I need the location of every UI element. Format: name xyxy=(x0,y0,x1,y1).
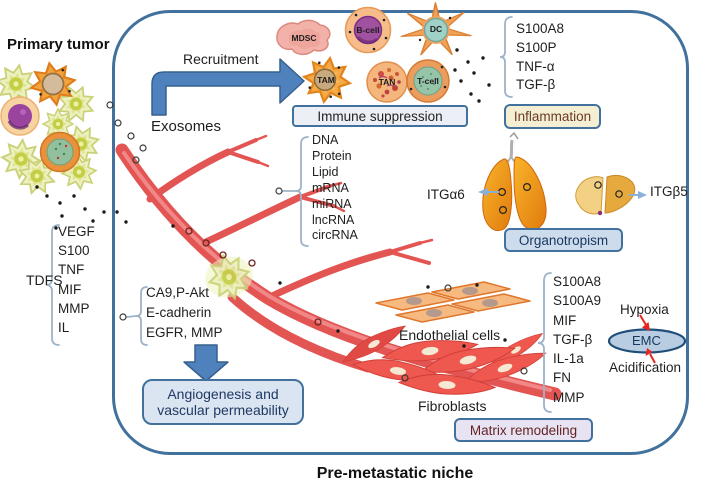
list-item: S100A9 xyxy=(553,293,602,309)
tam-cell xyxy=(301,55,353,105)
organotropism-box: Organotropism xyxy=(504,228,623,252)
list-item: IL-1a xyxy=(553,351,584,367)
circulating-tumor-cell xyxy=(202,249,256,305)
dendritic-cell xyxy=(400,2,472,56)
tdfs-factor-list: VEGF S100 TNF MIF MMP IL xyxy=(58,222,95,337)
stromal-factor-list: S100A8 S100A9 MIF TGF-β IL-1a FN MMP xyxy=(553,272,601,407)
list-item: VEGF xyxy=(58,224,95,239)
tan-label: TAN xyxy=(378,77,396,87)
list-item: TGF-β xyxy=(516,77,556,93)
liver-icon xyxy=(575,174,636,216)
b-cell-label: B-cell xyxy=(356,25,380,35)
list-item: MIF xyxy=(553,312,577,328)
list-item: TNF-α xyxy=(516,58,555,74)
dc-label: DC xyxy=(429,24,443,34)
b-cell xyxy=(344,6,392,54)
niche-boundary-outline xyxy=(112,10,689,455)
itg-alpha6-label: ITGα6 xyxy=(427,187,465,202)
list-item: Lipid xyxy=(312,164,339,179)
matrix-remodeling-box: Matrix remodeling xyxy=(454,418,593,442)
lungs-icon xyxy=(482,131,547,232)
primary-tumor-label: Primary tumor xyxy=(7,36,110,53)
angiogenesis-arrow xyxy=(183,344,229,382)
hypoxia-arrow xyxy=(639,314,650,331)
exosome-cargo-list: DNA Protein Lipid mRNA miRNA lncRNA circ… xyxy=(312,133,358,244)
endothelial-cells-icon xyxy=(375,281,531,323)
emc-label: EMC xyxy=(632,333,661,348)
recruitment-label: Recruitment xyxy=(183,51,259,67)
hypoxia-label: Hypoxia xyxy=(620,302,669,317)
exosomes-label: Exosomes xyxy=(151,118,222,135)
list-item: Protein xyxy=(312,148,352,163)
recruitment-arrow xyxy=(151,58,305,116)
list-item: mRNA xyxy=(312,180,349,195)
exosome-circles xyxy=(106,101,528,382)
angiogenesis-box: Angiogenesis and vascular permeability xyxy=(142,379,304,425)
exosome-dots xyxy=(35,48,507,348)
list-item: TGF-β xyxy=(553,331,593,347)
tumor-macrophage-cell xyxy=(28,61,78,107)
grouping-braces xyxy=(45,16,552,413)
list-item: MMP xyxy=(553,389,585,405)
itg-lung-arrow xyxy=(478,188,499,196)
endothelial-cells-label: Endothelial cells xyxy=(399,327,501,343)
list-item: TNF xyxy=(58,262,85,278)
t-cell xyxy=(406,59,450,103)
itg-liver-arrow xyxy=(629,191,647,199)
primary-tumor-cells xyxy=(0,61,107,200)
t-cell-label: T-cell xyxy=(417,76,439,86)
fibroblasts-icon xyxy=(338,318,549,397)
tdfs-label: TDFS xyxy=(26,272,63,288)
inflammation-factor-list: S100A8 S100P TNF-α TGF-β xyxy=(516,20,564,95)
list-item: CA9,P-Akt xyxy=(146,285,210,300)
list-item: DNA xyxy=(312,133,339,147)
mdsc-label: MDSC xyxy=(291,33,317,43)
list-item: S100A8 xyxy=(516,21,565,36)
fibroblasts-label: Fibroblasts xyxy=(418,398,487,414)
vascular-factor-list: CA9,P-Akt E-cadherin EGFR, MMP xyxy=(146,283,223,343)
list-item: miRNA xyxy=(312,196,352,211)
acidification-label: Acidification xyxy=(609,360,682,375)
list-item: lncRNA xyxy=(312,212,355,227)
tam-label: TAM xyxy=(317,75,335,85)
list-item: FN xyxy=(553,370,571,386)
tumor-teal-cell xyxy=(39,131,81,173)
list-item: MIF xyxy=(58,281,82,297)
list-item: EGFR, MMP xyxy=(146,325,223,340)
tumor-immune-cell xyxy=(0,96,40,136)
list-item: IL xyxy=(58,320,70,336)
tan-cell xyxy=(366,61,408,103)
list-item: S100 xyxy=(58,243,90,259)
list-item: S100P xyxy=(516,39,557,55)
list-item: MMP xyxy=(58,300,90,316)
itg-beta5-label: ITGβ5 xyxy=(650,184,688,199)
list-item: E-cadherin xyxy=(146,305,212,320)
immune-suppression-box: Immune suppression xyxy=(292,105,468,127)
exosome-circles-on-vessel xyxy=(185,227,322,326)
list-item: circRNA xyxy=(312,228,358,243)
acidification-arrow xyxy=(645,348,656,364)
mdsc-cell xyxy=(276,19,331,56)
figure-title: Pre-metastatic niche xyxy=(316,465,474,482)
inflammation-box: Inflammation xyxy=(504,104,601,129)
list-item: S100A8 xyxy=(553,274,602,289)
